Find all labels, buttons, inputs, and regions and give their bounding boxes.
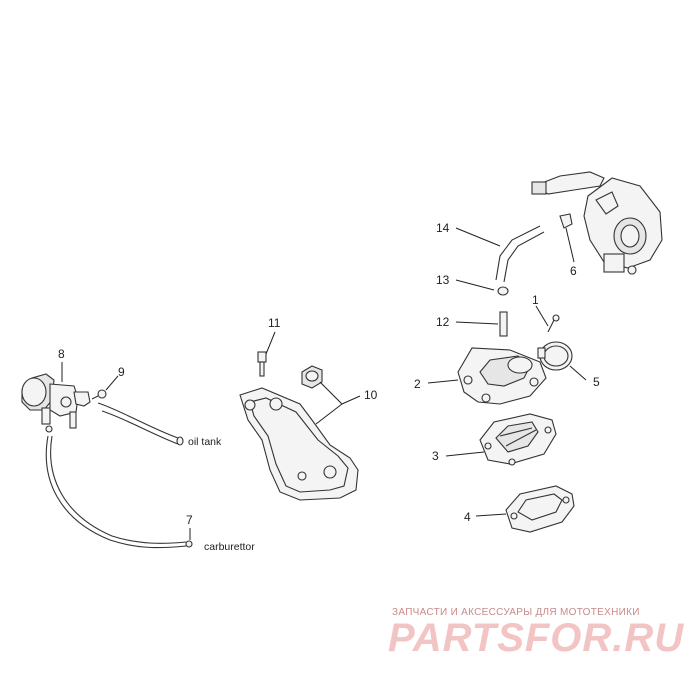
callout-1: 1 [532, 293, 539, 307]
callout-11: 11 [268, 316, 281, 330]
callout-10: 10 [364, 388, 378, 402]
callout-4: 4 [464, 510, 471, 524]
bolt-11 [257, 351, 267, 377]
carburettor-hose [45, 425, 187, 549]
callout-7: 7 [186, 513, 193, 527]
callout-12: 12 [436, 315, 450, 329]
callout-14: 14 [436, 221, 450, 235]
breather-hose-14 [495, 225, 545, 283]
callout-13: 13 [436, 273, 450, 287]
oil-tank-hose [97, 402, 184, 446]
callout-numbers: 8 9 11 10 14 13 12 1 2 5 3 4 6 7 [58, 221, 600, 527]
screw-9 [91, 389, 107, 400]
oil-pump-part [21, 373, 91, 429]
callout-5: 5 [593, 375, 600, 389]
carburettor-label: carburettor [204, 541, 255, 553]
reed-valve-part [479, 413, 557, 466]
connector-12 [499, 311, 508, 337]
callout-6: 6 [570, 264, 577, 278]
gasket-part [505, 485, 575, 533]
hose-clip-7 [185, 540, 193, 548]
screw-1 [547, 314, 560, 333]
fitting-6 [559, 213, 573, 229]
watermark-tagline: ЗАПЧАСТИ И АКСЕССУАРЫ ДЛЯ МОТОТЕХНИКИ [392, 607, 640, 618]
leader-lines [61, 227, 587, 540]
clip-13 [497, 286, 509, 296]
intake-manifold-part [457, 347, 547, 405]
watermark-logo: PARTSFOR.RU [388, 616, 685, 660]
callout-2: 2 [414, 377, 421, 391]
carburettor-part [531, 171, 663, 275]
hose-clamp-5 [537, 341, 573, 371]
cover-plate-part [239, 387, 359, 501]
oil-tank-label: oil tank [188, 436, 222, 448]
nut-10 [301, 365, 323, 389]
callout-3: 3 [432, 449, 439, 463]
callout-8: 8 [58, 347, 65, 361]
callout-9: 9 [118, 365, 125, 379]
